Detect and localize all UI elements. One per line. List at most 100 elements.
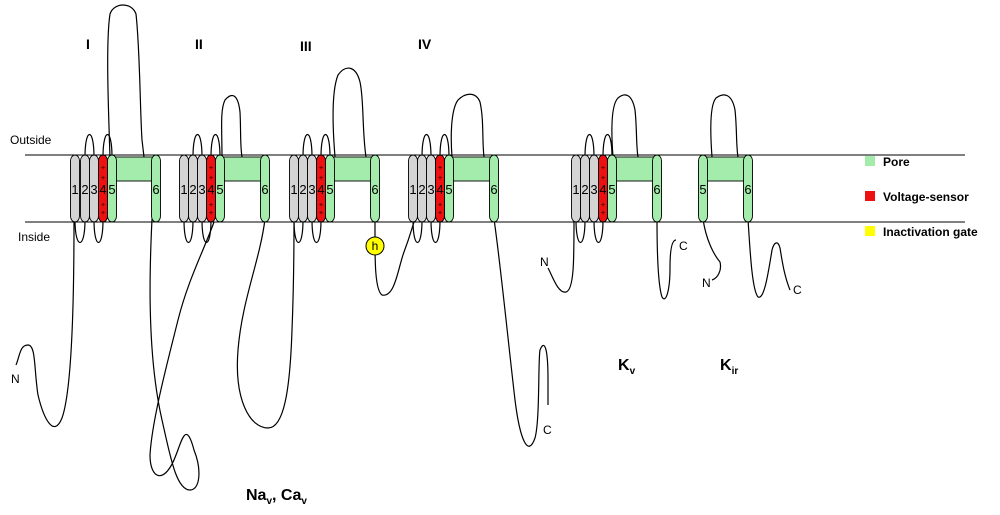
svg-text:+: + bbox=[209, 175, 213, 182]
kv-loop-s1-s2 bbox=[575, 219, 586, 243]
kir-p-loop bbox=[710, 94, 739, 158]
svg-text:+: + bbox=[601, 202, 605, 209]
kv-n-terminus-loop bbox=[547, 221, 575, 293]
nav-c-terminus-loop bbox=[493, 218, 549, 447]
nav-domain-ii-loop-s4-s5 bbox=[210, 134, 221, 158]
nav-domain-iii-helix-s2: 2 bbox=[298, 154, 308, 223]
svg-text:3: 3 bbox=[90, 182, 97, 197]
kir-n-terminus-label: N bbox=[702, 276, 711, 290]
svg-text:+: + bbox=[319, 165, 323, 172]
nav-cav-label: Nav, Cav bbox=[246, 487, 307, 507]
nav-domain-iv-helix-s2: 2 bbox=[417, 154, 427, 223]
kv-c-terminus-loop bbox=[656, 218, 677, 300]
nav-domain-ii-helix-s2: 2 bbox=[188, 154, 198, 223]
svg-text:3: 3 bbox=[590, 182, 597, 197]
svg-text:6: 6 bbox=[152, 182, 159, 197]
nav-domain-iii-helix-s4-voltage-sensor: 4++++ bbox=[316, 154, 326, 223]
svg-text:+: + bbox=[101, 175, 105, 182]
svg-text:5: 5 bbox=[608, 182, 615, 197]
nav-domain-i-loop-s2-s3 bbox=[84, 134, 95, 158]
svg-text:1: 1 bbox=[572, 182, 579, 197]
nav-domain-iii-helix-s6: 6 bbox=[370, 154, 380, 223]
kv-helix-s2: 2 bbox=[580, 154, 590, 223]
svg-text:4: 4 bbox=[436, 182, 443, 197]
kv-label: Kv bbox=[618, 357, 636, 377]
legend-label-pore: Pore bbox=[883, 155, 910, 169]
svg-text:5: 5 bbox=[216, 182, 223, 197]
nav-domain-i-helix-s3: 3 bbox=[89, 154, 99, 223]
legend: Pore Voltage-sensor Inactivation gate bbox=[865, 155, 978, 239]
legend-swatch-inactivation-gate bbox=[865, 226, 875, 236]
kir-c-terminus-loop bbox=[747, 218, 791, 298]
kv-n-terminus-label: N bbox=[540, 255, 549, 269]
svg-text:+: + bbox=[438, 210, 442, 217]
svg-text:1: 1 bbox=[71, 182, 78, 197]
svg-text:4: 4 bbox=[599, 182, 606, 197]
nav-domain-iii-pore-bar bbox=[329, 156, 376, 182]
nav-n-terminus-label: N bbox=[11, 372, 20, 386]
inactivation-gate-label: h bbox=[372, 239, 379, 253]
svg-text:+: + bbox=[209, 210, 213, 217]
svg-text:6: 6 bbox=[490, 182, 497, 197]
nav-domain-iv-loop-s2-s3 bbox=[421, 134, 432, 158]
outside-label: Outside bbox=[10, 133, 52, 147]
kv-loop-s2-s3 bbox=[584, 134, 595, 158]
linker-iii-iv bbox=[374, 219, 415, 296]
domain-iv-p-loop bbox=[450, 93, 485, 158]
domain-label-ii: II bbox=[195, 36, 203, 52]
kv-helix-s6: 6 bbox=[652, 154, 662, 223]
nav-domain-iv-loop-s1-s2 bbox=[412, 219, 423, 243]
svg-text:+: + bbox=[438, 165, 442, 172]
nav-domain-iv-helix-s4-voltage-sensor: 4++++ bbox=[435, 154, 445, 223]
domain-label-iv: IV bbox=[418, 36, 432, 52]
svg-text:1: 1 bbox=[409, 182, 416, 197]
legend-swatch-voltage-sensor bbox=[865, 191, 875, 201]
domain-i-p-loop bbox=[107, 4, 145, 158]
domain-label-iii: III bbox=[300, 38, 312, 54]
kir-helix-m1: 5 bbox=[698, 154, 708, 223]
nav-domain-i-pore-bar bbox=[111, 156, 157, 182]
nav-domain-iii-loop-s1-s2 bbox=[293, 219, 304, 243]
svg-text:+: + bbox=[601, 175, 605, 182]
svg-text:5: 5 bbox=[445, 182, 452, 197]
nav-domain-iv-helix-s1: 1 bbox=[408, 154, 418, 223]
nav-domain-iv-helix-s5: 5 bbox=[444, 154, 454, 223]
kv-helix-s3: 3 bbox=[589, 154, 599, 223]
kir-n-terminus-loop bbox=[702, 218, 722, 281]
nav-domain-i-helix-s4-voltage-sensor: 4++++ bbox=[98, 154, 108, 223]
legend-label-voltage-sensor: Voltage-sensor bbox=[883, 190, 969, 204]
kir-helix-m2: 6 bbox=[743, 154, 753, 223]
svg-text:3: 3 bbox=[198, 182, 205, 197]
nav-domain-iv-helix-s3: 3 bbox=[426, 154, 436, 223]
svg-text:5: 5 bbox=[108, 182, 115, 197]
nav-domain-iv-loop-s3-s4 bbox=[430, 219, 441, 243]
svg-text:1: 1 bbox=[180, 182, 187, 197]
inside-label: Inside bbox=[18, 230, 50, 244]
kir-pore-bar bbox=[702, 156, 749, 182]
connecting-loops bbox=[15, 4, 791, 491]
svg-text:+: + bbox=[438, 175, 442, 182]
kir-c-terminus-label: C bbox=[793, 283, 802, 297]
nav-n-terminus-loop bbox=[15, 221, 75, 428]
svg-text:+: + bbox=[601, 210, 605, 217]
svg-text:6: 6 bbox=[371, 182, 378, 197]
svg-text:+: + bbox=[601, 165, 605, 172]
kv-helix-s4-voltage-sensor: 4++++ bbox=[598, 154, 608, 223]
legend-label-inactivation-gate: Inactivation gate bbox=[883, 225, 978, 239]
svg-text:+: + bbox=[319, 202, 323, 209]
nav-domain-ii-loop-s1-s2 bbox=[183, 219, 194, 243]
svg-text:6: 6 bbox=[261, 182, 268, 197]
nav-domain-iv-pore-bar bbox=[448, 156, 495, 182]
svg-text:+: + bbox=[319, 210, 323, 217]
nav-domain-i-helix-s2: 2 bbox=[80, 154, 90, 223]
nav-domain-ii-helix-s3: 3 bbox=[197, 154, 207, 223]
nav-domain-ii-helix-s6: 6 bbox=[260, 154, 270, 223]
linker-ii-iii bbox=[236, 218, 295, 429]
nav-domain-i-helix-s6: 6 bbox=[151, 154, 161, 223]
kir-label: Kir bbox=[720, 357, 738, 377]
svg-text:+: + bbox=[101, 165, 105, 172]
nav-domain-i-helix-s5: 5 bbox=[107, 154, 117, 223]
nav-domain-i-loop-s1-s2 bbox=[74, 219, 86, 243]
